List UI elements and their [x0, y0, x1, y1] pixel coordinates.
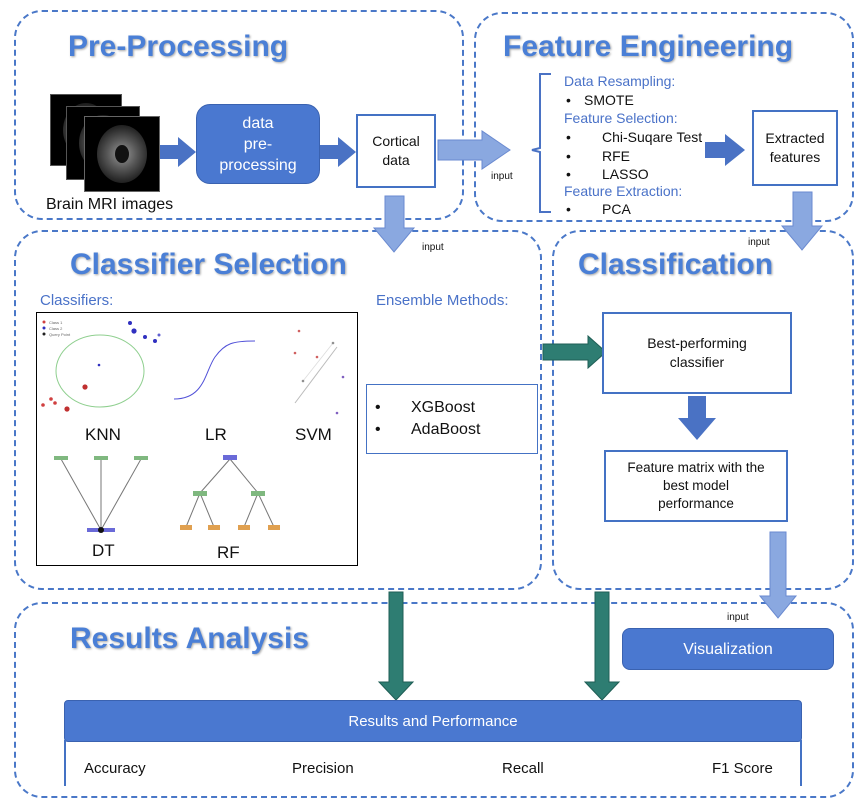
- lr-curve: [173, 340, 256, 400]
- data-preprocessing-box: data pre- processing: [196, 104, 320, 184]
- arrow-mri-to-preprocessing: [160, 137, 196, 167]
- results-metrics-row: Accuracy Precision Recall F1 Score: [64, 740, 802, 786]
- mri-label: Brain MRI images: [46, 196, 174, 213]
- arrow-extracted-down: [780, 191, 824, 251]
- results-header: Results and Performance: [64, 700, 802, 742]
- results-header-label: Results and Performance: [348, 712, 518, 730]
- metric-f1: F1 Score: [712, 760, 773, 777]
- feature-matrix-box: Feature matrix with the best model perfo…: [604, 450, 788, 522]
- classifier-input-label: input: [422, 242, 444, 253]
- best-classifier-box: Best-performing classifier: [602, 312, 792, 394]
- knn-legend-query: Query Point: [49, 332, 71, 337]
- ensemble-methods-box: • XGBoost • AdaBoost: [366, 384, 538, 454]
- classification-region: [552, 230, 854, 590]
- classification-input-label: input: [748, 237, 770, 248]
- knn-plot: [41, 321, 161, 412]
- metric-precision: Precision: [292, 760, 354, 777]
- classifier-selection-title: Classifier Selection: [70, 248, 347, 281]
- classifier-illustrations: Class 1 Class 2 Query Point: [41, 320, 345, 533]
- preprocessing-title: Pre-Processing: [68, 30, 289, 63]
- arrow-best-to-matrix: [678, 396, 716, 440]
- cortical-data-label: Cortical data: [372, 133, 420, 168]
- classifier-label-rf: RF: [217, 543, 240, 562]
- visualization-label: Visualization: [683, 640, 773, 658]
- arrow-classification-to-results: [583, 591, 621, 701]
- arrow-classifier-to-results: [377, 591, 415, 701]
- arrow-cortical-down: [372, 195, 416, 253]
- extracted-features-label: Extracted features: [765, 130, 825, 165]
- knn-legend: Class 1 Class 2 Query Point: [42, 320, 71, 337]
- mri-slice: [84, 116, 160, 192]
- results-table: Results and Performance Accuracy Precisi…: [64, 700, 802, 786]
- resampling-heading: Data Resampling:: [564, 73, 676, 89]
- best-classifier-label: Best-performing classifier: [647, 335, 747, 370]
- data-preprocessing-label: data pre- processing: [219, 114, 297, 174]
- classifier-label-svm: SVM: [295, 425, 332, 444]
- extraction-heading: Feature Extraction:: [564, 183, 683, 199]
- cortical-data-box: Cortical data: [356, 114, 436, 188]
- feature-engineering-region: [474, 12, 854, 222]
- visualization-box: Visualization: [622, 628, 834, 670]
- extracted-features-box: Extracted features: [752, 110, 838, 186]
- classifier-panel: Class 1 Class 2 Query Point: [36, 312, 358, 566]
- feature-engineering-title: Feature Engineering: [503, 30, 794, 63]
- classifier-label-lr: LR: [205, 425, 227, 444]
- results-input-label: input: [727, 612, 749, 623]
- dt-plot: [54, 456, 148, 533]
- feature-input-label: input: [491, 171, 513, 182]
- feature-bracket: [531, 73, 551, 213]
- results-analysis-title: Results Analysis: [70, 622, 309, 655]
- arrow-matrix-to-visualization: [758, 531, 798, 619]
- results-analysis-region: [14, 602, 854, 798]
- arrow-preprocessing-to-cortical: [320, 137, 356, 167]
- rf-plot: [180, 455, 280, 530]
- classifiers-heading: Classifiers:: [40, 292, 114, 309]
- selection-heading: Feature Selection:: [564, 110, 678, 126]
- metric-recall: Recall: [502, 760, 544, 777]
- classifier-label-knn: KNN: [85, 425, 121, 444]
- knn-legend-class2: Class 2: [49, 326, 63, 331]
- classification-title: Classification: [578, 248, 774, 281]
- metric-accuracy: Accuracy: [84, 760, 146, 777]
- knn-legend-class1: Class 1: [49, 320, 63, 325]
- preprocessing-region: [14, 10, 464, 220]
- classifier-selection-region: [14, 230, 542, 590]
- arrow-features-to-extracted: [705, 134, 745, 166]
- arrow-ensemble-to-best: [542, 334, 607, 370]
- arrow-cortical-to-features: [437, 130, 511, 170]
- classifier-label-dt: DT: [92, 541, 115, 560]
- svm-plot: [293, 329, 345, 415]
- ensemble-heading: Ensemble Methods:: [376, 292, 509, 309]
- feature-matrix-label: Feature matrix with the best model perfo…: [627, 460, 765, 511]
